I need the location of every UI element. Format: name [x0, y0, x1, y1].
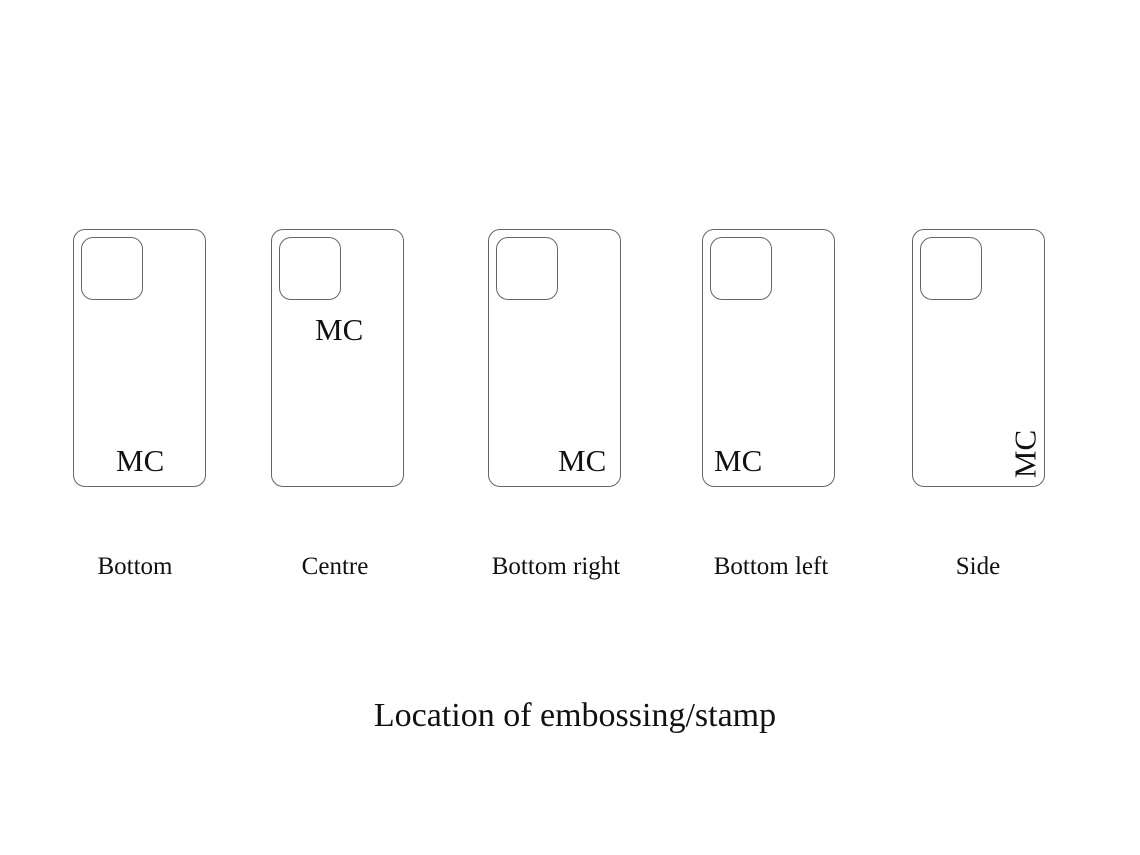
phone-side: MC — [912, 229, 1045, 487]
stamp-text: MC — [315, 312, 364, 347]
stamp-text: MC — [558, 443, 607, 478]
stamp-text: MC — [116, 443, 165, 478]
label-centre: Centre — [301, 553, 369, 580]
camera-module — [710, 237, 772, 300]
stamp-text: MC — [714, 443, 763, 478]
diagram-title: Location of embossing/stamp — [373, 697, 777, 734]
stamp-text: MC — [1007, 429, 1043, 479]
label-bottom: Bottom — [97, 553, 173, 580]
camera-module — [279, 237, 341, 300]
label-bottom-left: Bottom left — [713, 553, 829, 580]
label-side: Side — [955, 553, 1001, 580]
phone-bottom: MC — [73, 229, 206, 487]
label-bottom-right: Bottom right — [491, 553, 621, 580]
camera-module — [496, 237, 558, 300]
phone-bottom-left: MC — [702, 229, 835, 487]
camera-module — [81, 237, 143, 300]
camera-module — [920, 237, 982, 300]
phone-bottom-right: MC — [488, 229, 621, 487]
phone-centre: MC — [271, 229, 404, 487]
